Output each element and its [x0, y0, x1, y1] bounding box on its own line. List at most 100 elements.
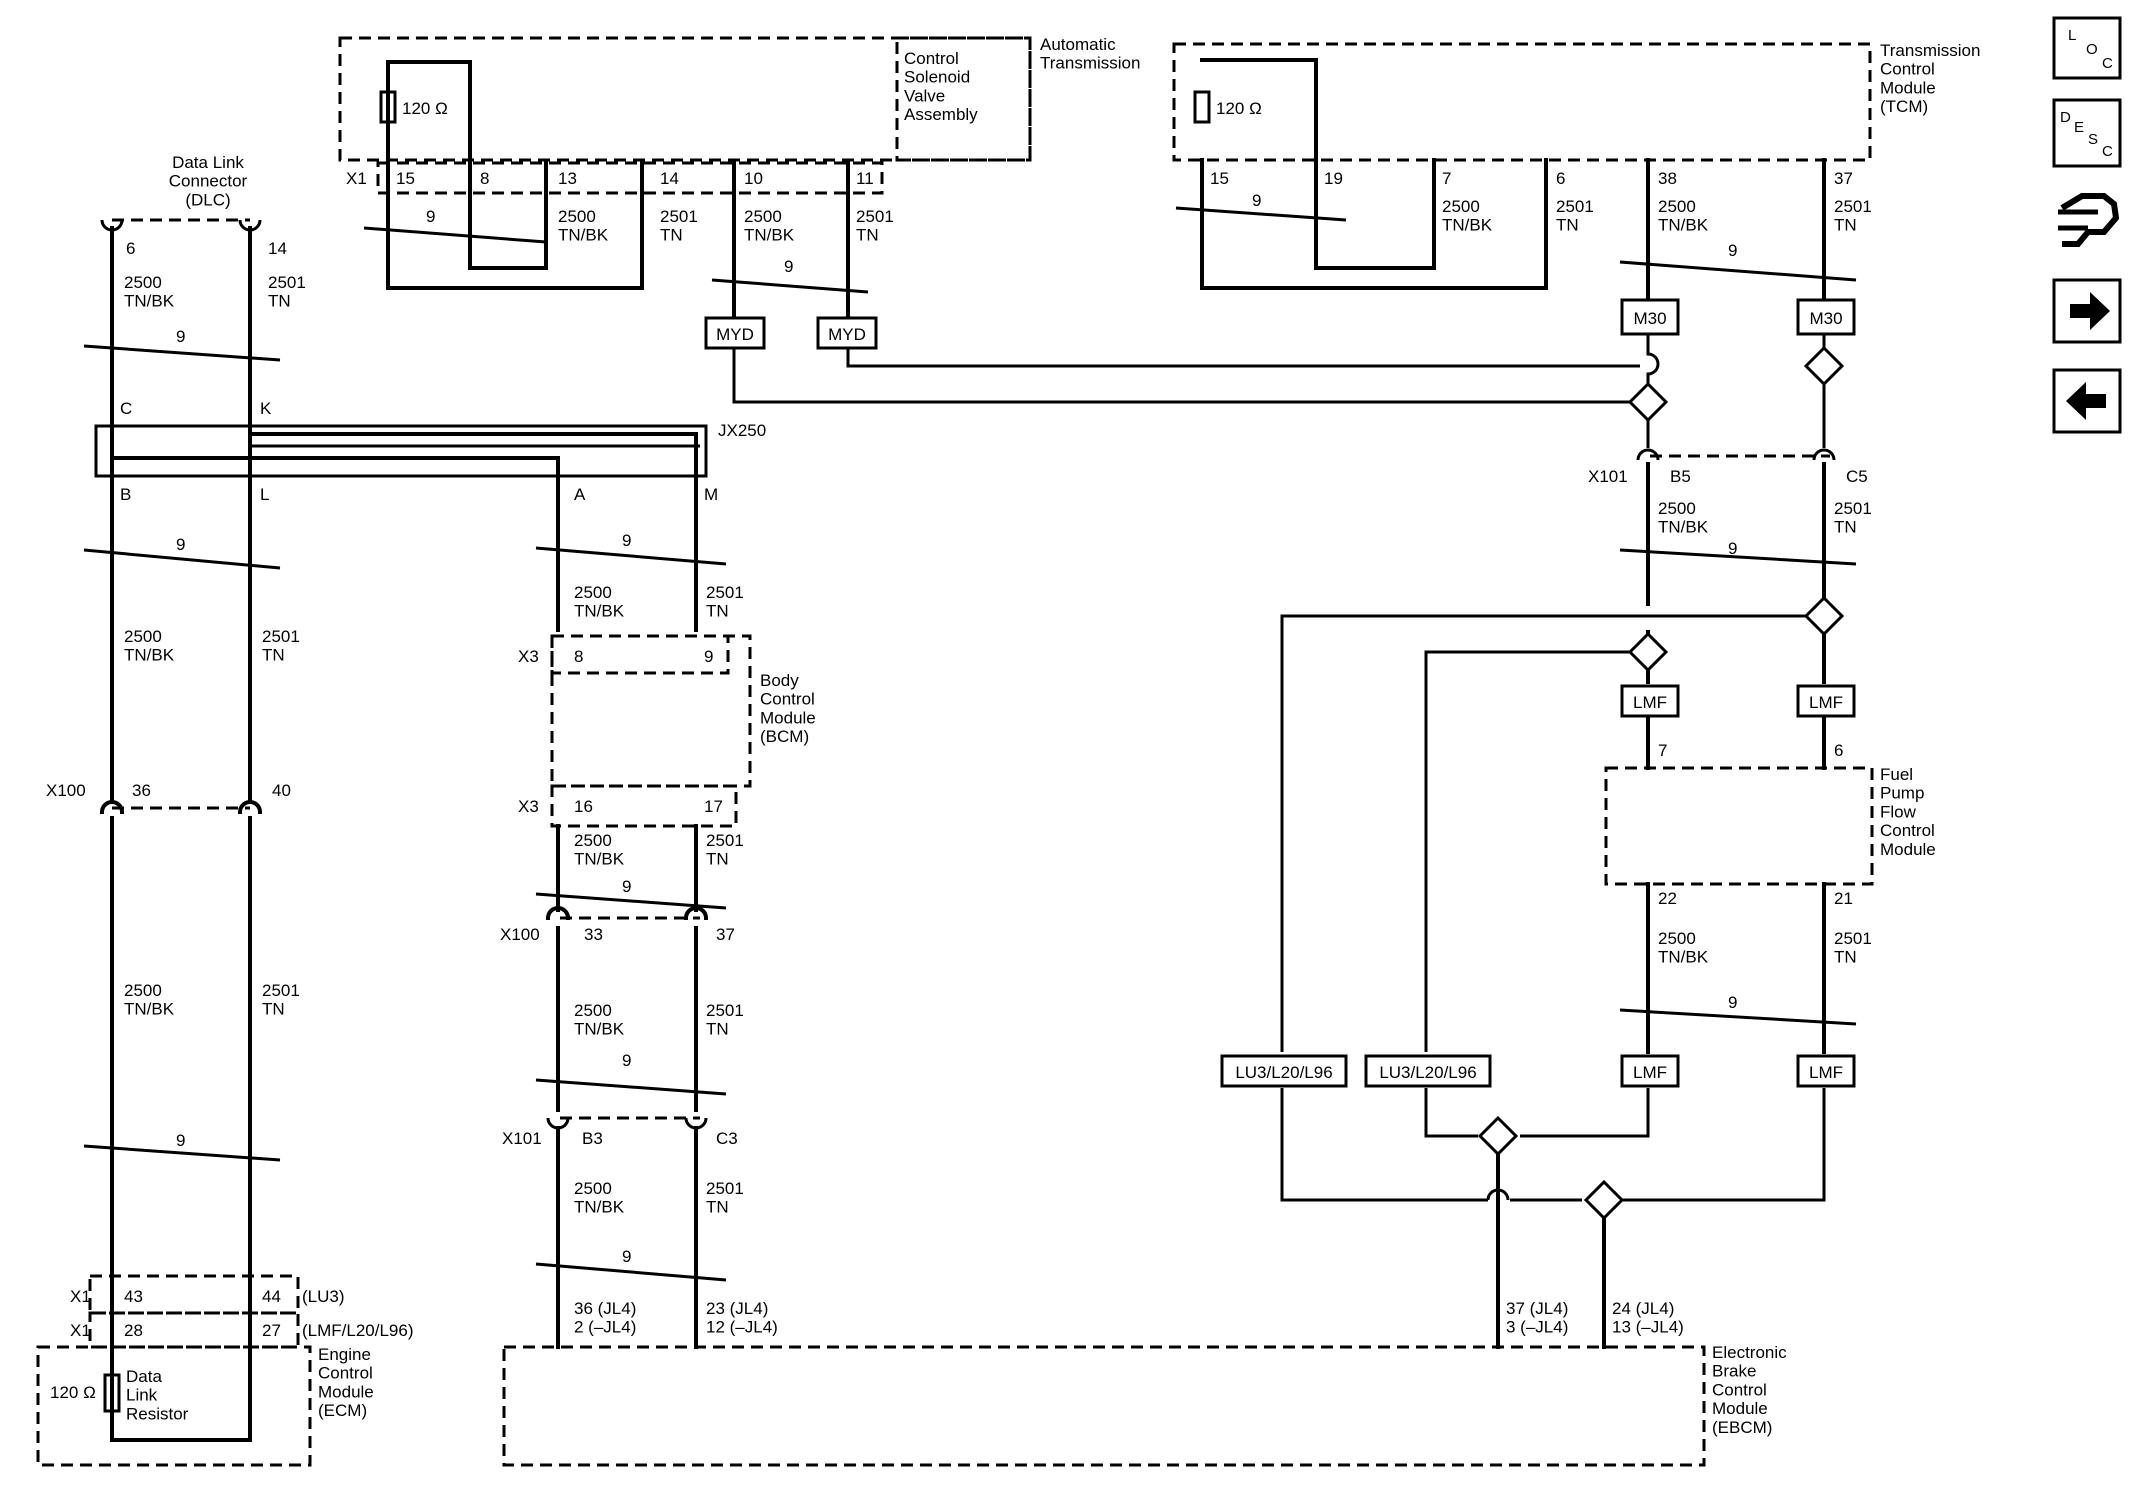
right-wires — [1280, 462, 1857, 1349]
svg-text:C: C — [2102, 55, 2113, 72]
svg-text:6: 6 — [1556, 169, 1565, 188]
svg-text:15: 15 — [396, 169, 415, 188]
svg-text:23 (JL4)12 (–JL4): 23 (JL4)12 (–JL4) — [706, 1299, 778, 1337]
svg-text:LMF: LMF — [1633, 693, 1667, 712]
jx250-splice — [94, 424, 708, 632]
svg-text:C: C — [2102, 143, 2113, 160]
svg-text:MYD: MYD — [716, 325, 754, 344]
svg-text:(LMF/L20/L96): (LMF/L20/L96) — [302, 1321, 414, 1340]
svg-text:S: S — [2088, 131, 2098, 148]
loc-button[interactable]: L O C — [2052, 16, 2122, 80]
loc-icon: L — [2068, 27, 2076, 44]
svg-text:13: 13 — [558, 169, 577, 188]
svg-text:37 (JL4)3 (–JL4): 37 (JL4)3 (–JL4) — [1506, 1299, 1568, 1337]
svg-text:14: 14 — [660, 169, 679, 188]
connector-view-button[interactable] — [2058, 193, 2120, 247]
svg-text:O: O — [2086, 41, 2098, 58]
svg-text:36 (JL4)2 (–JL4): 36 (JL4)2 (–JL4) — [574, 1299, 636, 1337]
svg-text:6: 6 — [126, 239, 135, 258]
svg-text:(LU3): (LU3) — [302, 1287, 345, 1306]
svg-text:B3: B3 — [582, 1129, 603, 1148]
svg-text:17: 17 — [704, 797, 723, 816]
previous-arrow-icon — [2066, 382, 2106, 420]
connector-x1: X1 — [346, 169, 367, 188]
svg-text:M: M — [704, 485, 718, 504]
option-boxes — [704, 298, 1856, 1088]
svg-text:9: 9 — [622, 531, 631, 550]
svg-text:K: K — [260, 399, 272, 418]
svg-text:33: 33 — [584, 925, 603, 944]
connector-x101: X101 — [502, 1129, 542, 1148]
connector-x101: X101 — [1588, 467, 1628, 486]
connector-x1: X1 — [70, 1321, 91, 1340]
bcm-wires — [535, 546, 727, 1349]
svg-text:LMF: LMF — [1809, 693, 1843, 712]
svg-text:9: 9 — [1728, 539, 1737, 558]
svg-text:L: L — [260, 485, 269, 504]
left-wires — [83, 219, 281, 1442]
svg-text:37: 37 — [1834, 169, 1853, 188]
trans-wires — [363, 60, 1640, 404]
next-arrow-button[interactable] — [2052, 278, 2122, 344]
svg-text:37: 37 — [716, 925, 735, 944]
svg-text:9: 9 — [622, 1247, 631, 1266]
svg-text:A: A — [574, 485, 586, 504]
svg-text:14: 14 — [268, 239, 287, 258]
splice-diamonds — [1477, 345, 1845, 1221]
svg-text:8: 8 — [480, 169, 489, 188]
svg-text:43: 43 — [124, 1287, 143, 1306]
svg-text:LMF: LMF — [1633, 1063, 1667, 1082]
svg-text:C: C — [120, 399, 132, 418]
svg-text:22: 22 — [1658, 889, 1677, 908]
svg-text:19: 19 — [1324, 169, 1343, 188]
previous-arrow-button[interactable] — [2052, 368, 2122, 434]
svg-text:9: 9 — [622, 877, 631, 896]
svg-text:9: 9 — [1728, 241, 1737, 260]
tcm-box — [1172, 42, 1872, 162]
tcm-resistor — [1193, 90, 1211, 124]
resistor-value: 120 Ω — [50, 1383, 96, 1402]
resistor-value: 120 Ω — [1216, 99, 1262, 118]
svg-text:15: 15 — [1210, 169, 1229, 188]
bcm-x3-top — [550, 634, 730, 675]
svg-text:LMF: LMF — [1809, 1063, 1843, 1082]
svg-text:28: 28 — [124, 1321, 143, 1340]
ebcm-box — [502, 1345, 1706, 1467]
svg-text:10: 10 — [744, 169, 763, 188]
svg-text:8: 8 — [574, 647, 583, 666]
trans-resistor — [379, 90, 397, 124]
svg-text:M30: M30 — [1809, 309, 1842, 328]
connector-x1: X1 — [70, 1287, 91, 1306]
svg-text:11: 11 — [856, 169, 874, 188]
svg-text:27: 27 — [262, 1321, 281, 1340]
svg-text:9: 9 — [176, 327, 185, 346]
svg-text:MYD: MYD — [828, 325, 866, 344]
desc-button[interactable]: D E S C — [2052, 98, 2122, 168]
svg-text:7: 7 — [1658, 741, 1667, 760]
desc-icon: D — [2060, 109, 2071, 126]
resistor-value: 120 Ω — [402, 99, 448, 118]
svg-text:9: 9 — [176, 535, 185, 554]
svg-text:9: 9 — [1728, 993, 1737, 1012]
